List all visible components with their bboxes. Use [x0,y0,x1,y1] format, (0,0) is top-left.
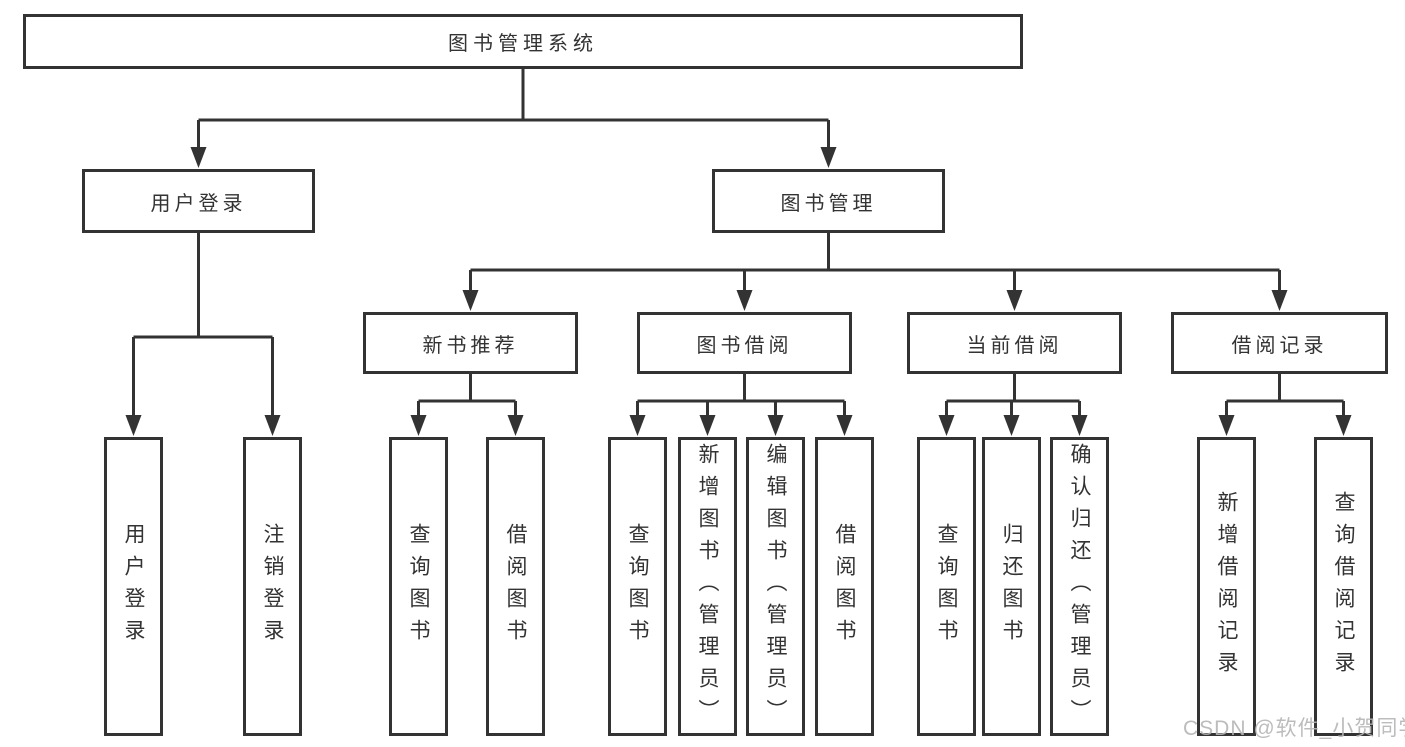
leaf-query-books-recommend-label: 查询图书 [407,522,430,651]
leaf-query-books-current: 查询图书 [917,437,976,736]
leaf-borrow-books-recommend: 借阅图书 [486,437,545,736]
leaf-query-books-recommend: 查询图书 [389,437,448,736]
node-root: 图书管理系统 [23,14,1023,69]
leaf-return-book-label: 归还图书 [1000,522,1023,651]
node-book-borrow: 图书借阅 [637,312,852,374]
arrowhead-icons [125,147,1352,436]
node-user-login-label: 用户登录 [150,192,247,215]
leaf-confirm-return-admin: 确认归还（管理员） [1050,437,1109,736]
node-new-book-recommend-label: 新书推荐 [422,334,519,357]
leaf-add-book-admin: 新增图书（管理员） [678,437,737,736]
connector-book-borrow-children [636,374,846,418]
connector-user-login-children [132,233,274,418]
leaf-borrow-books-borrow: 借阅图书 [815,437,874,736]
connector-root-to-level2 [197,69,830,150]
node-borrow-records: 借阅记录 [1171,312,1388,374]
leaf-query-borrow-record: 查询借阅记录 [1314,437,1373,736]
connector-current-borrow-children [945,374,1081,418]
node-root-label: 图书管理系统 [448,33,598,55]
node-current-borrow: 当前借阅 [907,312,1122,374]
leaf-edit-book-admin-label: 编辑图书（管理员） [764,442,787,731]
node-borrow-records-label: 借阅记录 [1231,334,1328,357]
node-book-borrow-label: 图书借阅 [696,334,793,357]
leaf-return-book: 归还图书 [982,437,1041,736]
connector-book-mgmt-children [469,233,1281,293]
leaf-logout: 注销登录 [243,437,302,736]
watermark: CSDN @软件_小贺同学 [1183,717,1405,740]
node-current-borrow-label: 当前借阅 [966,334,1063,357]
leaf-borrow-books-borrow-label: 借阅图书 [833,522,856,651]
leaf-query-borrow-record-label: 查询借阅记录 [1332,490,1355,683]
node-book-management: 图书管理 [712,169,945,233]
node-new-book-recommend: 新书推荐 [363,312,578,374]
leaf-add-borrow-record: 新增借阅记录 [1197,437,1256,736]
leaf-query-books-borrow-label: 查询图书 [626,522,649,651]
connector-paths [132,69,1345,418]
leaf-add-borrow-record-label: 新增借阅记录 [1215,490,1238,683]
leaf-add-book-admin-label: 新增图书（管理员） [696,442,719,731]
leaf-user-login: 用户登录 [104,437,163,736]
connector-new-book-children [417,374,517,418]
leaf-user-login-label: 用户登录 [122,522,145,651]
leaf-edit-book-admin: 编辑图书（管理员） [746,437,805,736]
node-user-login: 用户登录 [82,169,315,233]
leaf-confirm-return-admin-label: 确认归还（管理员） [1068,442,1091,731]
leaf-query-books-borrow: 查询图书 [608,437,667,736]
leaf-query-books-current-label: 查询图书 [935,522,958,651]
leaf-logout-label: 注销登录 [261,522,284,651]
connector-borrow-record-children [1225,374,1345,418]
leaf-borrow-books-recommend-label: 借阅图书 [504,522,527,651]
node-book-management-label: 图书管理 [780,192,877,215]
